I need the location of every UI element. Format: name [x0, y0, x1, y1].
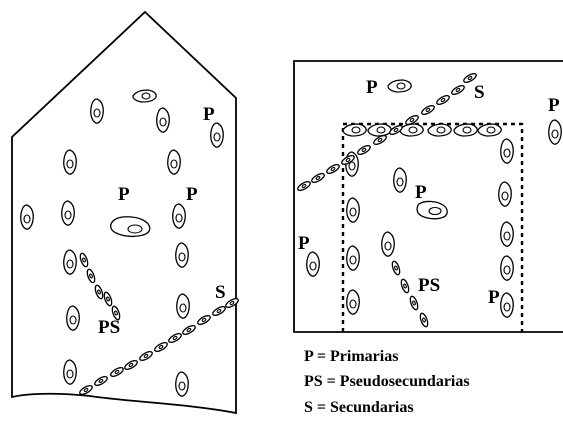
left-primary-pits [21, 90, 224, 396]
right-label-p-edge: P [548, 95, 560, 116]
left-panel: P P P S PS [12, 12, 240, 413]
right-top-row-pits [343, 124, 501, 136]
left-cell-outline [12, 12, 236, 413]
legend-item-primarias: P = Primarias [304, 348, 398, 365]
left-pseudosecondary-pits [79, 252, 121, 320]
right-label-p-bottom: P [488, 287, 500, 308]
left-label-ps: PS [98, 317, 120, 338]
right-label-ps: PS [418, 275, 440, 296]
right-label-s: S [474, 82, 485, 103]
left-label-p-top-right: P [203, 104, 215, 125]
right-label-p-top: P [366, 77, 378, 98]
left-label-p-right: P [186, 184, 198, 205]
legend-item-secundarias: S = Secundarias [304, 399, 414, 416]
legend-item-pseudosecundarias: PS = Pseudosecundarias [304, 373, 470, 390]
left-secondary-pits [78, 297, 239, 396]
right-label-p-center: P [415, 182, 427, 203]
left-label-p-center: P [118, 184, 130, 205]
legend: P = Primarias PS = Pseudosecundarias S =… [304, 348, 470, 416]
left-label-s: S [215, 282, 226, 303]
left-central-pit [111, 217, 150, 237]
right-central-pit [417, 201, 447, 218]
right-label-p-left: P [298, 233, 310, 254]
right-panel: P S P P P PS P [294, 61, 563, 332]
